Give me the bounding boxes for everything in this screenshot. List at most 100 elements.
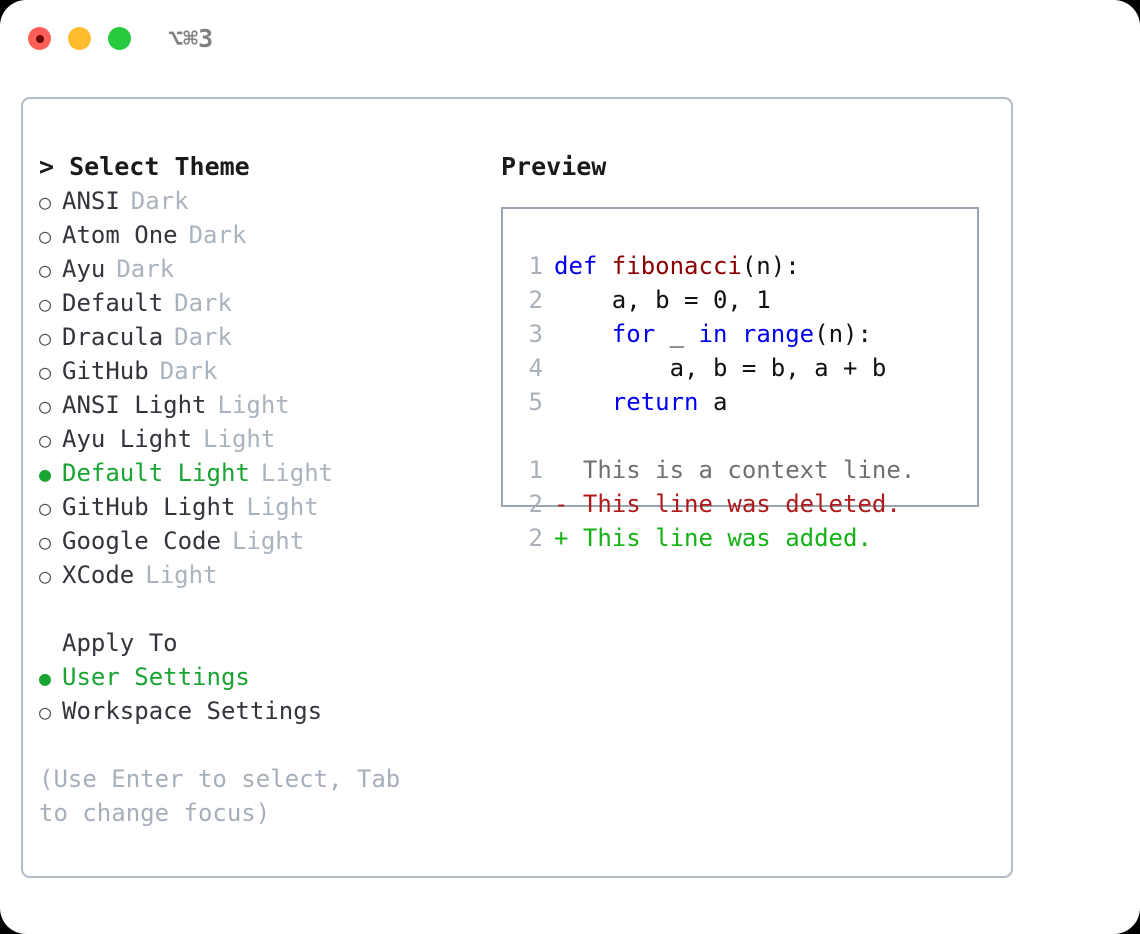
diff-marker: +	[554, 524, 569, 552]
diff-line: 2- This line was deleted.	[519, 487, 965, 521]
code-diff-separator	[519, 419, 965, 453]
code-line-number: 2	[528, 286, 543, 314]
code-token: for	[611, 320, 656, 348]
code-token: return	[611, 388, 699, 416]
apply-to-item[interactable]: ○ Workspace Settings	[39, 694, 479, 728]
diff-line-text: This line was added.	[568, 524, 872, 552]
code-token: in	[698, 320, 728, 348]
code-line-text: return a	[554, 385, 728, 419]
code-line-text: a, b = 0, 1	[554, 283, 771, 317]
minimize-button-icon[interactable]	[68, 27, 91, 50]
code-token: _	[655, 320, 699, 348]
theme-list-item[interactable]: ● Default Light Light	[39, 456, 479, 490]
theme-list-item[interactable]: ○ Dracula Dark	[39, 320, 479, 354]
radio-unselected-icon: ○	[39, 326, 52, 350]
code-line: 3 for _ in range(n):	[519, 317, 965, 351]
select-theme-header: > Select Theme	[39, 152, 250, 181]
diff-line-number: 1	[528, 456, 543, 484]
radio-unselected-icon: ○	[39, 394, 52, 418]
diff-line-text: This line was deleted.	[568, 490, 901, 518]
diff-line: 1 This is a context line.	[519, 453, 965, 487]
theme-list-item[interactable]: ○ Default Dark	[39, 286, 479, 320]
diff-line-number: 2	[528, 490, 543, 518]
list-spacer	[39, 592, 479, 626]
theme-category-tag: Light	[203, 425, 276, 453]
maximize-button-icon[interactable]	[108, 27, 131, 50]
radio-selected-icon: ●	[39, 666, 52, 690]
keyboard-shortcut-label: ⌥⌘3	[168, 24, 214, 53]
code-token: (n):	[814, 320, 872, 348]
theme-name-label: Dracula	[62, 323, 164, 351]
help-hint-text: (Use Enter to select, Tab to change focu…	[39, 765, 415, 827]
code-token: def	[554, 252, 612, 280]
title-bar: ⌥⌘3	[0, 0, 1140, 78]
recording-indicator-icon	[35, 34, 44, 43]
code-token: a	[698, 388, 728, 416]
theme-category-tag: Dark	[174, 323, 232, 351]
code-line-text: for _ in range(n):	[554, 317, 872, 351]
theme-category-tag: Dark	[188, 221, 247, 249]
theme-name-label: GitHub	[62, 357, 149, 385]
code-token	[554, 320, 612, 348]
code-line: 1 def fibonacci(n):	[519, 249, 965, 283]
theme-category-tag: Dark	[130, 187, 189, 215]
theme-category-tag: Light	[145, 561, 218, 589]
theme-category-tag: Dark	[174, 289, 232, 317]
code-line: 4 a, b = b, a + b	[519, 351, 965, 385]
diff-line-text: This is a context line.	[568, 456, 916, 484]
theme-name-label: Atom One	[62, 221, 178, 249]
radio-unselected-icon: ○	[39, 190, 52, 214]
code-line-number: 4	[528, 354, 543, 382]
theme-list-item[interactable]: ○ Atom One Dark	[39, 218, 479, 252]
theme-name-label: Default	[62, 289, 164, 317]
radio-unselected-icon: ○	[39, 224, 52, 248]
radio-unselected-icon: ○	[39, 700, 52, 724]
apply-to-item[interactable]: ● User Settings	[39, 660, 479, 694]
radio-selected-icon: ●	[39, 462, 52, 486]
code-token: range	[741, 320, 815, 348]
preview-column: Preview	[501, 150, 1001, 184]
radio-unselected-icon: ○	[39, 564, 52, 588]
theme-name-label: ANSI Light	[62, 391, 207, 419]
theme-name-label: Ayu	[62, 255, 106, 283]
theme-category-tag: Light	[231, 527, 305, 555]
theme-category-tag: Light	[260, 459, 334, 487]
theme-name-label: GitHub Light	[62, 493, 236, 521]
theme-name-label: Google Code	[62, 527, 221, 555]
code-token: a, b = b, a + b	[554, 354, 887, 382]
apply-to-title: Apply To	[62, 629, 178, 657]
apply-to-label: Workspace Settings	[62, 697, 323, 725]
radio-unselected-icon: ○	[39, 428, 52, 452]
code-line-number: 3	[528, 320, 543, 348]
diff-line: 2+ This line was added.	[519, 521, 965, 555]
diff-marker: -	[554, 490, 569, 518]
code-token: fibonacci	[611, 252, 742, 280]
code-line-number: 5	[528, 388, 543, 416]
preview-header: Preview	[501, 152, 607, 181]
radio-unselected-icon: ○	[39, 360, 52, 384]
radio-unselected-icon: ○	[39, 258, 52, 282]
diff-marker	[554, 453, 568, 487]
code-line-number: 1	[528, 252, 543, 280]
theme-list-item[interactable]: ○ XCode Light	[39, 558, 479, 592]
code-token	[554, 388, 612, 416]
radio-unselected-icon: ○	[39, 292, 52, 316]
radio-unselected-icon: ○	[39, 496, 52, 520]
theme-name-label: Default Light	[62, 459, 250, 487]
code-line-text: def fibonacci(n):	[554, 249, 800, 283]
apply-to-list: ● User Settings ○ Workspace Settings	[39, 660, 479, 728]
theme-name-label: XCode	[62, 561, 135, 589]
apply-to-label: User Settings	[62, 663, 250, 691]
